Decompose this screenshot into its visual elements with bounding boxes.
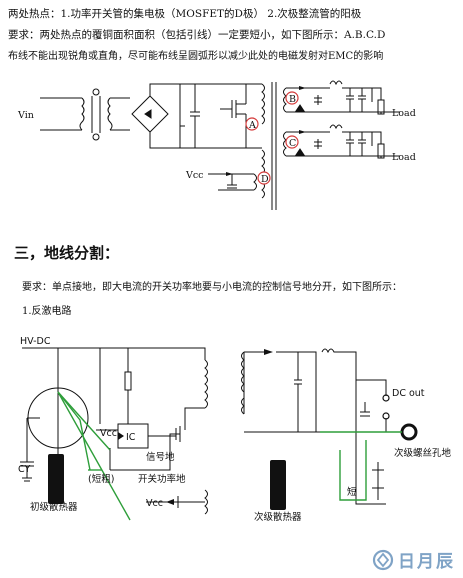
load1-label: Load [392, 108, 416, 119]
signal-gnd-label: 信号地 [146, 451, 175, 463]
circuit-diagram-1: A B C D Vin Vcc Load Load [17, 80, 416, 210]
hotspot-line: 两处热点：1.功率开关管的集电极（MOSFET的D极） 2.次极整流管的阳极 [8, 8, 362, 20]
secondary-heatsink-label: 次级散热器 [254, 511, 302, 523]
mark-d-label: D [261, 174, 269, 185]
mark-a-label: A [248, 120, 256, 131]
ic-label: IC [126, 432, 136, 443]
ground-requirement: 要求：单点接地，即大电流的开关功率地要与小电流的控制信号地分开，如下图所示： [22, 282, 402, 293]
mark-a-icon [245, 117, 259, 131]
dc-out-label: DC out [392, 388, 425, 399]
requirement-line: 要求：两处热点的覆铜面积面积（包括引线）一定要短小，如下图所示：A.B.C.D [8, 29, 386, 41]
mark-c-icon [285, 135, 299, 149]
flyback-subtitle: 1.反激电路 [22, 306, 72, 317]
load2-label: Load [392, 152, 416, 163]
mark-c-label: C [289, 138, 296, 149]
watermark-text: 日月辰 [398, 552, 455, 572]
mark-b-label: B [289, 94, 296, 105]
secondary-screw-label: 次级螺丝孔地 [394, 447, 452, 459]
mark-b-icon [285, 91, 299, 105]
section-heading: 三，地线分割： [14, 244, 120, 262]
hvdc-label: HV-DC [20, 336, 51, 347]
vcc1-label: Vcc [100, 428, 117, 439]
short-label: 短 [347, 486, 357, 498]
vcc2-label: Vcc [146, 498, 163, 509]
mark-d-icon [257, 171, 271, 185]
short-thick-label: (短粗) [88, 473, 114, 485]
routing-line: 布线不能出现锐角或直角，尽可能布线呈圆弧形以减少此处的电磁发射对EMC的影响 [8, 51, 384, 62]
primary-heatsink-label: 初级散热器 [30, 501, 78, 513]
switch-gnd-label: 开关功率地 [138, 473, 186, 485]
logo-icon [372, 549, 394, 570]
watermark: 日月辰 [372, 547, 455, 572]
vin-label: Vin [17, 110, 34, 121]
screw-hole-icon [400, 423, 418, 441]
vcc-label: Vcc [185, 170, 204, 181]
cy-label: CY [18, 464, 30, 475]
